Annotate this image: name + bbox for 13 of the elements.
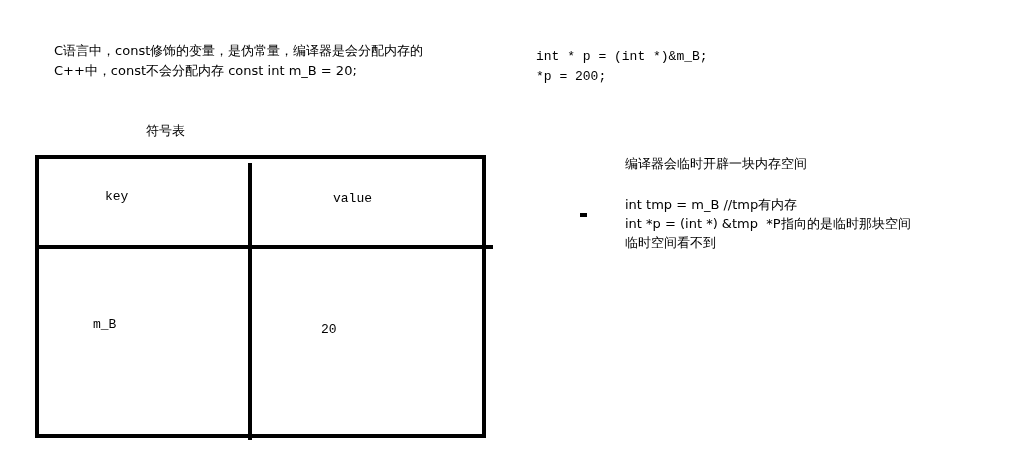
intro-text: C语言中，const修饰的变量，是伪常量，编译器是会分配内存的 xyxy=(54,42,424,60)
table-header: key xyxy=(105,188,129,206)
note-text: int *p = (int *) &tmp *P指向的是临时那块空间 xyxy=(625,215,911,233)
table-cell: 20 xyxy=(321,321,337,339)
table-title: 符号表 xyxy=(146,122,185,140)
table-cell: m_B xyxy=(93,316,117,334)
table-header: value xyxy=(333,190,372,208)
note-text: int tmp = m_B //tmp有内存 xyxy=(625,196,798,214)
code-line: int * p = (int *)&m_B; xyxy=(536,48,708,66)
note-text: 临时空间看不到 xyxy=(625,234,716,252)
note-text: 编译器会临时开辟一块内存空间 xyxy=(625,155,807,173)
intro-text: C++中，const不会分配内存 const int m_B = 20; xyxy=(54,62,357,80)
code-line: *p = 200; xyxy=(536,68,607,86)
